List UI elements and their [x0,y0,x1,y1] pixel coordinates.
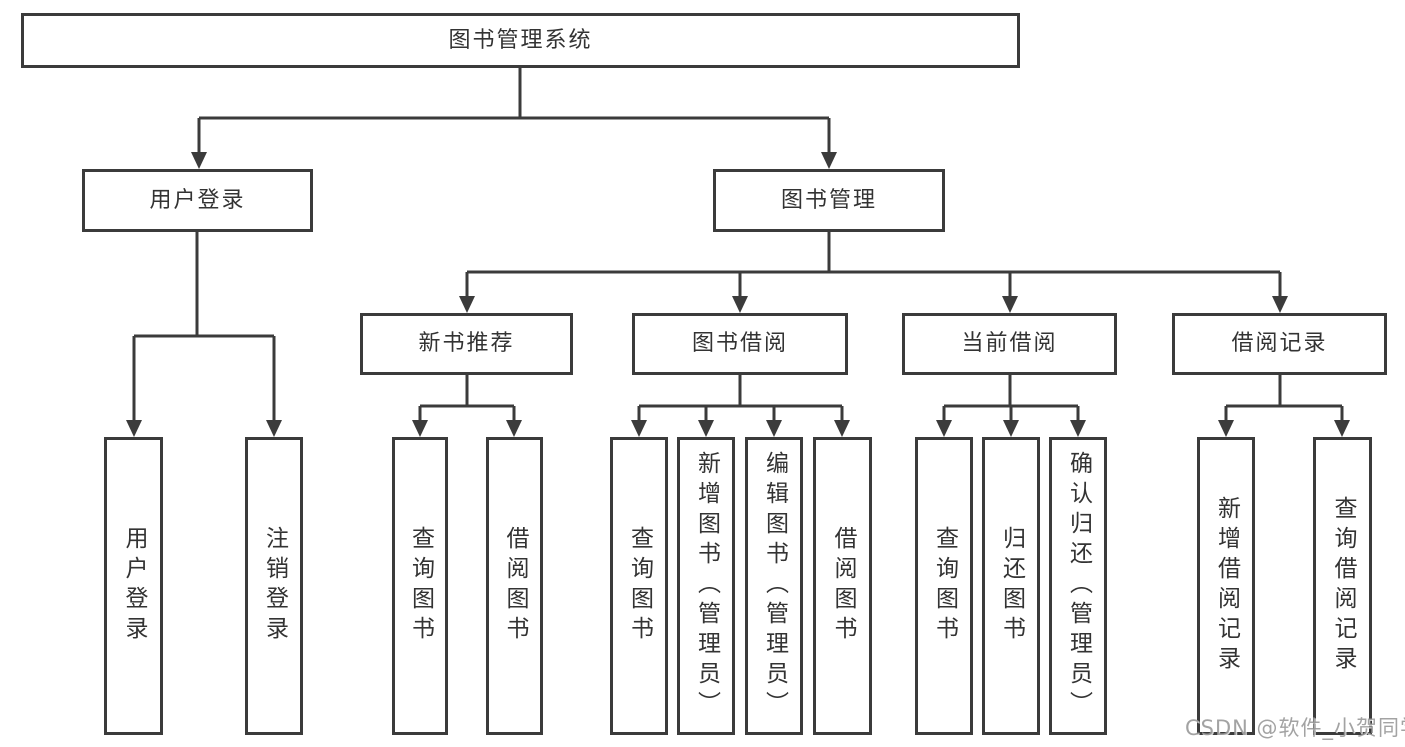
leaf-borrow-books-1: 借阅图书 [486,437,543,735]
arrowhead [1070,420,1086,437]
leaf-query-books-2: 查询图书 [610,437,668,735]
edge-new-book [418,375,516,420]
leaf-logout: 注销登录 [245,437,303,735]
node-label: 确认归还（管理员） [1065,451,1092,721]
leaf-query-books-3: 查询图书 [915,437,973,735]
node-label: 注销登录 [261,526,288,646]
arrowhead [1003,420,1019,437]
csdn-watermark: CSDN @软件_小贺同学 [1185,716,1405,740]
leaf-return-books: 归还图书 [982,437,1040,735]
node-label: 归还图书 [998,526,1025,646]
arrowhead [766,420,782,437]
node-label: 用户登录 [121,526,147,646]
node-book-borrowing: 图书借阅 [632,313,848,375]
edge-current-borrow [942,375,1080,420]
arrowhead [834,420,850,437]
node-label: 查询图书 [626,526,653,646]
node-label: 借阅记录 [1231,331,1328,356]
node-user-login: 用户登录 [82,169,313,232]
node-label: 当前借阅 [961,331,1058,356]
arrowhead [732,296,748,313]
node-label: 借阅图书 [830,526,856,646]
node-label: 用户登录 [149,187,246,213]
arrowhead [506,420,522,437]
node-label: 编辑图书（管理员） [761,451,788,721]
edge-group [132,68,1344,420]
node-label: 新增图书（管理员） [693,451,720,721]
arrowhead [1272,296,1288,313]
arrowhead [1218,420,1234,437]
edge-borrow-record [1224,375,1344,420]
arrowhead [1002,296,1018,313]
leaf-query-borrow-record: 查询借阅记录 [1313,437,1372,735]
node-label: 查询图书 [931,526,958,646]
node-library-system: 图书管理系统 [21,13,1020,68]
arrowhead [266,420,282,437]
arrowheads [126,152,1350,437]
node-borrowing-records: 借阅记录 [1172,313,1387,375]
leaf-add-books-admin: 新增图书（管理员） [677,437,735,735]
leaf-user-login: 用户登录 [104,437,163,735]
edge-root [197,68,831,152]
node-label: 查询图书 [407,526,434,646]
arrowhead [698,420,714,437]
arrowhead [821,152,837,169]
arrowhead [936,420,952,437]
node-new-book-recommend: 新书推荐 [360,313,573,375]
node-label: 新书推荐 [418,331,515,356]
arrowhead [459,296,475,313]
arrowhead [126,420,142,437]
edge-book-borrow [637,375,844,420]
arrowhead [631,420,647,437]
leaf-confirm-return-admin: 确认归还（管理员） [1049,437,1107,735]
node-label: 借阅图书 [502,526,528,646]
node-label: 图书管理系统 [448,27,593,53]
edge-user-login [132,232,276,420]
leaf-query-books-1: 查询图书 [392,437,448,735]
leaf-borrow-books-2: 借阅图书 [813,437,872,735]
arrowhead [191,152,207,169]
leaf-edit-books-admin: 编辑图书（管理员） [745,437,803,735]
leaf-add-borrow-record: 新增借阅记录 [1197,437,1255,735]
node-label: 查询借阅记录 [1330,496,1356,676]
node-label: 图书管理 [780,187,877,213]
node-current-borrowing: 当前借阅 [902,313,1117,375]
node-book-management: 图书管理 [713,169,945,232]
node-label: 新增借阅记录 [1213,496,1240,676]
node-label: 图书借阅 [691,331,788,356]
arrowhead [1334,420,1350,437]
edge-book-mgmt [465,232,1282,296]
arrowhead [412,420,428,437]
